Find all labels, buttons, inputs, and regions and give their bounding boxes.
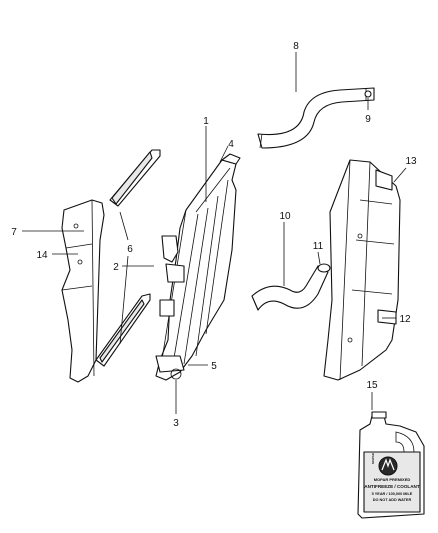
callout-2: 2 <box>113 262 119 273</box>
callout-4: 4 <box>228 139 234 150</box>
lower-seal-strip <box>95 293 151 367</box>
callout-15: 15 <box>366 380 378 391</box>
callout-9: 9 <box>365 114 371 125</box>
callout-8: 8 <box>293 41 299 52</box>
jug-label-line2: ANTIFREEZE / COOLANT <box>364 484 420 489</box>
callout-labels: 1 2 3 4 5 6 7 8 9 10 11 12 13 14 15 <box>11 41 417 429</box>
callout-11: 11 <box>313 241 324 252</box>
coolant-jug: MOPAR MOPAR PREMIXED ANTIFREEZE / COOLAN… <box>357 411 425 519</box>
jug-label-line4: DO NOT ADD WATER <box>373 498 412 502</box>
left-air-deflector <box>61 199 105 383</box>
callout-3: 3 <box>173 418 179 429</box>
callout-14: 14 <box>36 250 48 261</box>
jug-label-line3: 5 YEAR / 100,000 MILE <box>372 492 413 496</box>
jug-label-line1: MOPAR PREMIXED <box>374 477 411 482</box>
lower-radiator-hose <box>251 263 331 311</box>
leader-lines <box>22 52 407 414</box>
upper-radiator-hose <box>257 87 375 149</box>
callout-5: 5 <box>211 361 217 372</box>
callout-7: 7 <box>11 227 17 238</box>
radiator <box>155 153 241 381</box>
upper-seal-strip <box>109 149 161 207</box>
callout-13: 13 <box>405 156 417 167</box>
callout-1: 1 <box>203 116 209 127</box>
callout-10: 10 <box>279 211 291 222</box>
fan-shroud <box>323 159 401 381</box>
jug-brand: MOPAR <box>371 452 375 464</box>
callout-6: 6 <box>127 244 133 255</box>
callout-12: 12 <box>399 314 411 325</box>
